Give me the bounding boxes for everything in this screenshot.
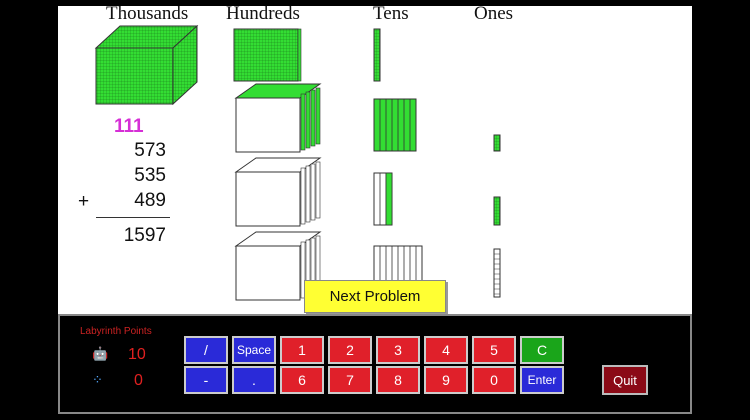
key-row1-1[interactable]: Space <box>232 336 276 364</box>
hundreds-header: Hundreds <box>226 6 300 24</box>
key-row1-0[interactable]: / <box>184 336 228 364</box>
hundred-flat-2 <box>234 83 322 153</box>
work-area: Thousands Hundreds Tens Ones <box>58 6 692 314</box>
addend-2: 535 <box>134 165 166 186</box>
dots-icon: ⁘ <box>92 372 103 387</box>
key-row2-5[interactable]: 9 <box>424 366 468 394</box>
other-points-value: 0 <box>134 372 143 389</box>
quit-button[interactable]: Quit <box>602 365 648 395</box>
ones-header: Ones <box>474 6 514 24</box>
plus-sign: + <box>78 191 90 212</box>
key-row1-3[interactable]: 2 <box>328 336 372 364</box>
key-row2-4[interactable]: 8 <box>376 366 420 394</box>
labyrinth-points-title: Labyrinth Points <box>80 326 152 337</box>
sum-answer: 1597 <box>123 225 166 246</box>
ones-stack-2 <box>493 196 501 226</box>
key-row2-6[interactable]: 0 <box>472 366 516 394</box>
addend-1: 573 <box>134 140 166 161</box>
ones-stack-1 <box>493 134 501 152</box>
ten-rods-mixed <box>373 172 393 226</box>
thousand-cube <box>94 24 199 106</box>
tens-header: Tens <box>373 6 409 24</box>
hundred-flat-4 <box>234 231 322 301</box>
key-row2-7[interactable]: Enter <box>520 366 564 394</box>
ten-rod <box>373 28 381 82</box>
key-row1-7[interactable]: C <box>520 336 564 364</box>
ones-stack-3 <box>493 248 501 298</box>
key-row2-2[interactable]: 6 <box>280 366 324 394</box>
base-ten-blocks <box>94 24 501 301</box>
carry-digits: 111 <box>114 116 144 137</box>
labyrinth-points-value: 10 <box>128 346 146 363</box>
addend-3: 489 <box>134 190 166 211</box>
hundred-flat-3 <box>234 157 322 227</box>
key-row1-2[interactable]: 1 <box>280 336 324 364</box>
thousands-header: Thousands <box>106 6 189 24</box>
robot-icon: 🤖 <box>92 346 109 361</box>
hundred-flat-green <box>233 28 302 82</box>
key-row1-6[interactable]: 5 <box>472 336 516 364</box>
key-row2-0[interactable]: - <box>184 366 228 394</box>
ten-rods-green <box>373 98 417 152</box>
next-problem-button[interactable]: Next Problem <box>304 280 446 313</box>
key-row2-1[interactable]: . <box>232 366 276 394</box>
sum-line <box>96 217 170 218</box>
key-row1-5[interactable]: 4 <box>424 336 468 364</box>
key-row2-3[interactable]: 7 <box>328 366 372 394</box>
key-row1-4[interactable]: 3 <box>376 336 420 364</box>
